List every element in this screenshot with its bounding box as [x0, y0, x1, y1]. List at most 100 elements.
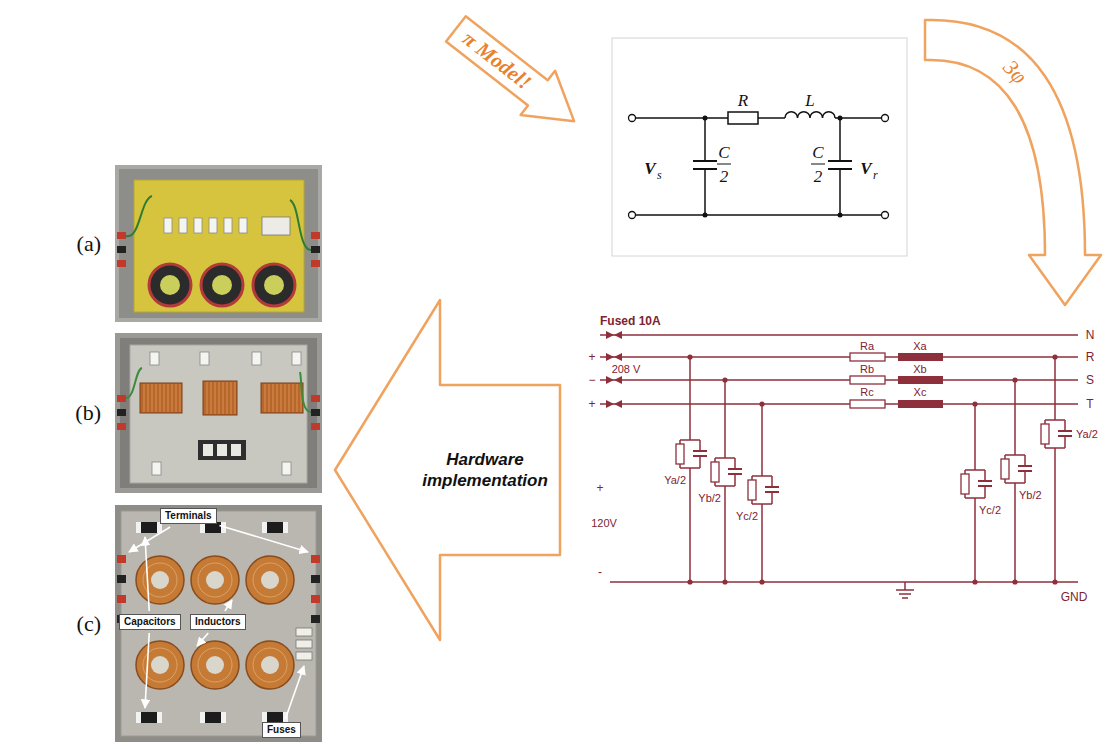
toroid-inductor: [201, 264, 243, 306]
terminal: [882, 115, 889, 122]
callout-text: Inductors: [195, 616, 241, 628]
fraction-bar: [717, 164, 731, 165]
polarity-sign: +: [588, 351, 595, 363]
component-label: R: [738, 92, 748, 109]
capacitor: [252, 352, 261, 365]
phase-label: N: [1086, 329, 1095, 341]
coil-winding: [227, 382, 228, 414]
terminal-post: [311, 555, 320, 563]
wire: [680, 439, 700, 441]
admittance-label: Yc/2: [736, 511, 758, 522]
wire: [839, 118, 841, 161]
ground-label: GND: [1061, 591, 1088, 603]
fuse-rating: Fused 10A: [600, 315, 661, 327]
resistor-symbol: [850, 400, 885, 408]
junction-dot: [703, 116, 708, 121]
phase-line: [600, 403, 1078, 405]
leader-arrow: [225, 600, 232, 611]
coil-winding: [176, 384, 177, 412]
voltage-label: 208 V: [612, 364, 641, 375]
toroid-core: [264, 275, 284, 295]
wire: [699, 456, 701, 468]
resistor-symbol: [676, 444, 684, 464]
terminal-post: [117, 409, 126, 416]
capacitor: [194, 218, 202, 233]
wire: [704, 169, 706, 215]
component-label: Ra: [860, 341, 874, 352]
junction-dot: [972, 401, 977, 406]
wire: [752, 475, 772, 477]
wire: [689, 468, 691, 582]
coil-winding: [207, 382, 208, 414]
coil-winding: [211, 382, 212, 414]
coil-winding: [235, 382, 236, 414]
toroid-core: [261, 656, 279, 674]
coil-winding: [215, 382, 216, 414]
wire: [699, 440, 701, 451]
component-label: Xc: [914, 387, 927, 398]
wire: [758, 117, 785, 119]
toroid-core: [151, 571, 169, 589]
component-label: C: [812, 144, 823, 161]
terminal-post: [117, 395, 126, 402]
coil-winding: [273, 384, 274, 412]
voltage-label: 120V: [591, 518, 617, 529]
photo-panel: (b): [115, 333, 322, 493]
coil-winding: [152, 384, 153, 412]
wire: [1005, 454, 1025, 456]
phase-label: T: [1086, 398, 1093, 410]
wire: [1024, 455, 1026, 466]
fuse: [231, 444, 241, 456]
circuit-panel: [612, 38, 907, 256]
wire: [839, 169, 841, 215]
junction-dot: [722, 377, 727, 382]
wire: [632, 214, 885, 216]
terminal-post: [311, 260, 320, 267]
coil-winding: [180, 384, 181, 412]
capacitor-end: [136, 712, 141, 723]
capacitor: [179, 218, 187, 233]
capacitor: [136, 522, 162, 533]
toroid-core: [160, 275, 180, 295]
capacitor: [224, 218, 232, 233]
component-label: 2: [720, 168, 729, 185]
fuse-symbol: [606, 400, 614, 408]
toroid-inductor: [253, 264, 295, 306]
fuse-holder: [198, 440, 246, 460]
junction-dot: [1052, 354, 1057, 359]
capacitor: [292, 352, 301, 365]
terminal-post: [311, 409, 320, 416]
component-label: Rc: [860, 387, 873, 398]
terminal: [629, 212, 636, 219]
voltage-subscript: r: [873, 169, 878, 181]
toroid-winding: [253, 648, 287, 682]
toroid-inductor: [136, 556, 184, 604]
wire: [1014, 483, 1016, 582]
coil-winding: [148, 384, 149, 412]
admittance-label: Yc/2: [979, 505, 1001, 516]
block-arrow: Hardware implementation: [335, 300, 560, 640]
capacitor-plate: [728, 468, 742, 470]
wire: [771, 492, 773, 504]
leader-arrow: [197, 633, 208, 646]
fuse: [296, 628, 312, 636]
junction-dot: [1052, 579, 1057, 584]
resistor-symbol: [850, 376, 885, 384]
coil-winding: [269, 384, 270, 412]
capacitor-end: [262, 522, 267, 533]
toroid-inductor: [246, 556, 294, 604]
wire: [734, 474, 736, 486]
callout-box: Terminals: [160, 508, 217, 524]
terminal-post: [117, 575, 126, 583]
polarity-sign: -: [598, 566, 602, 578]
fuse: [296, 640, 312, 648]
wire: [761, 404, 763, 476]
fuse-symbol: [606, 331, 614, 339]
metal-enclosure: [115, 165, 322, 322]
enclosure-floor: [119, 169, 318, 318]
wire: [290, 200, 311, 250]
arrow-outline: [439, 7, 592, 143]
wire: [704, 118, 706, 161]
fuse-symbol: [614, 331, 622, 339]
